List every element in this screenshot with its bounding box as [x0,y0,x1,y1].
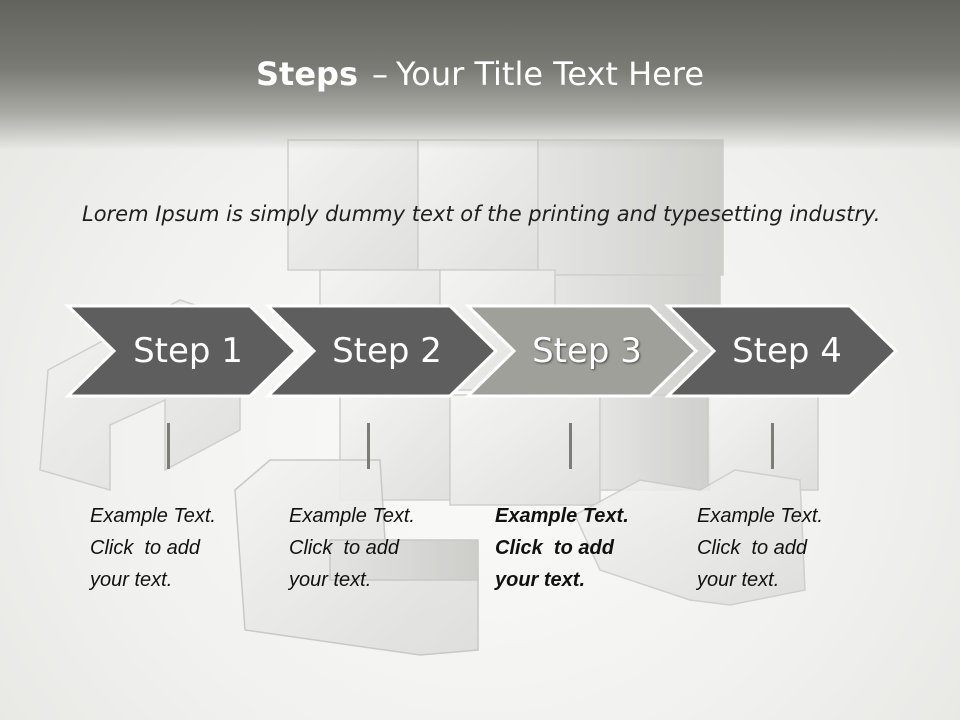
step-3-description[interactable]: Example Text. Click to add your text. [495,500,685,596]
desc-line: Click to add [289,537,400,559]
step-3-label[interactable]: Step 3 [532,331,642,371]
desc-line: Click to add [697,537,808,559]
desc-line: Click to add [495,537,614,559]
desc-line: your text. [697,569,780,591]
step-2-description[interactable]: Example Text. Click to add your text. [289,500,479,596]
step-4-label[interactable]: Step 4 [732,331,842,371]
step-4-connector [771,423,774,469]
intro-paragraph[interactable]: Lorem Ipsum is simply dummy text of the … [82,202,881,226]
slide-title[interactable]: Steps–Your Title Text Here [0,52,960,96]
step-2-label[interactable]: Step 2 [332,331,442,371]
desc-line: your text. [289,569,372,591]
desc-line: Example Text. [289,505,415,527]
step-2-chevron[interactable] [264,304,499,398]
desc-line: your text. [90,569,173,591]
desc-line: Example Text. [495,505,629,527]
step-2-connector [367,423,370,469]
title-bar [0,0,960,150]
title-bold-text: Steps [255,55,358,93]
step-3-chevron[interactable] [464,304,699,398]
desc-line: your text. [495,569,586,591]
step-4-chevron[interactable] [664,304,899,398]
desc-line: Example Text. [697,505,823,527]
desc-line: Click to add [90,537,201,559]
step-4-description[interactable]: Example Text. Click to add your text. [697,500,887,596]
step-3-connector [569,423,572,469]
step-1-connector [167,423,170,469]
title-text: Your Title Text Here [395,55,704,93]
desc-line: Example Text. [90,505,216,527]
step-1-description[interactable]: Example Text. Click to add your text. [90,500,280,596]
title-separator: – [371,55,388,93]
step-1-label[interactable]: Step 1 [133,331,243,371]
step-1-chevron[interactable] [64,304,299,398]
